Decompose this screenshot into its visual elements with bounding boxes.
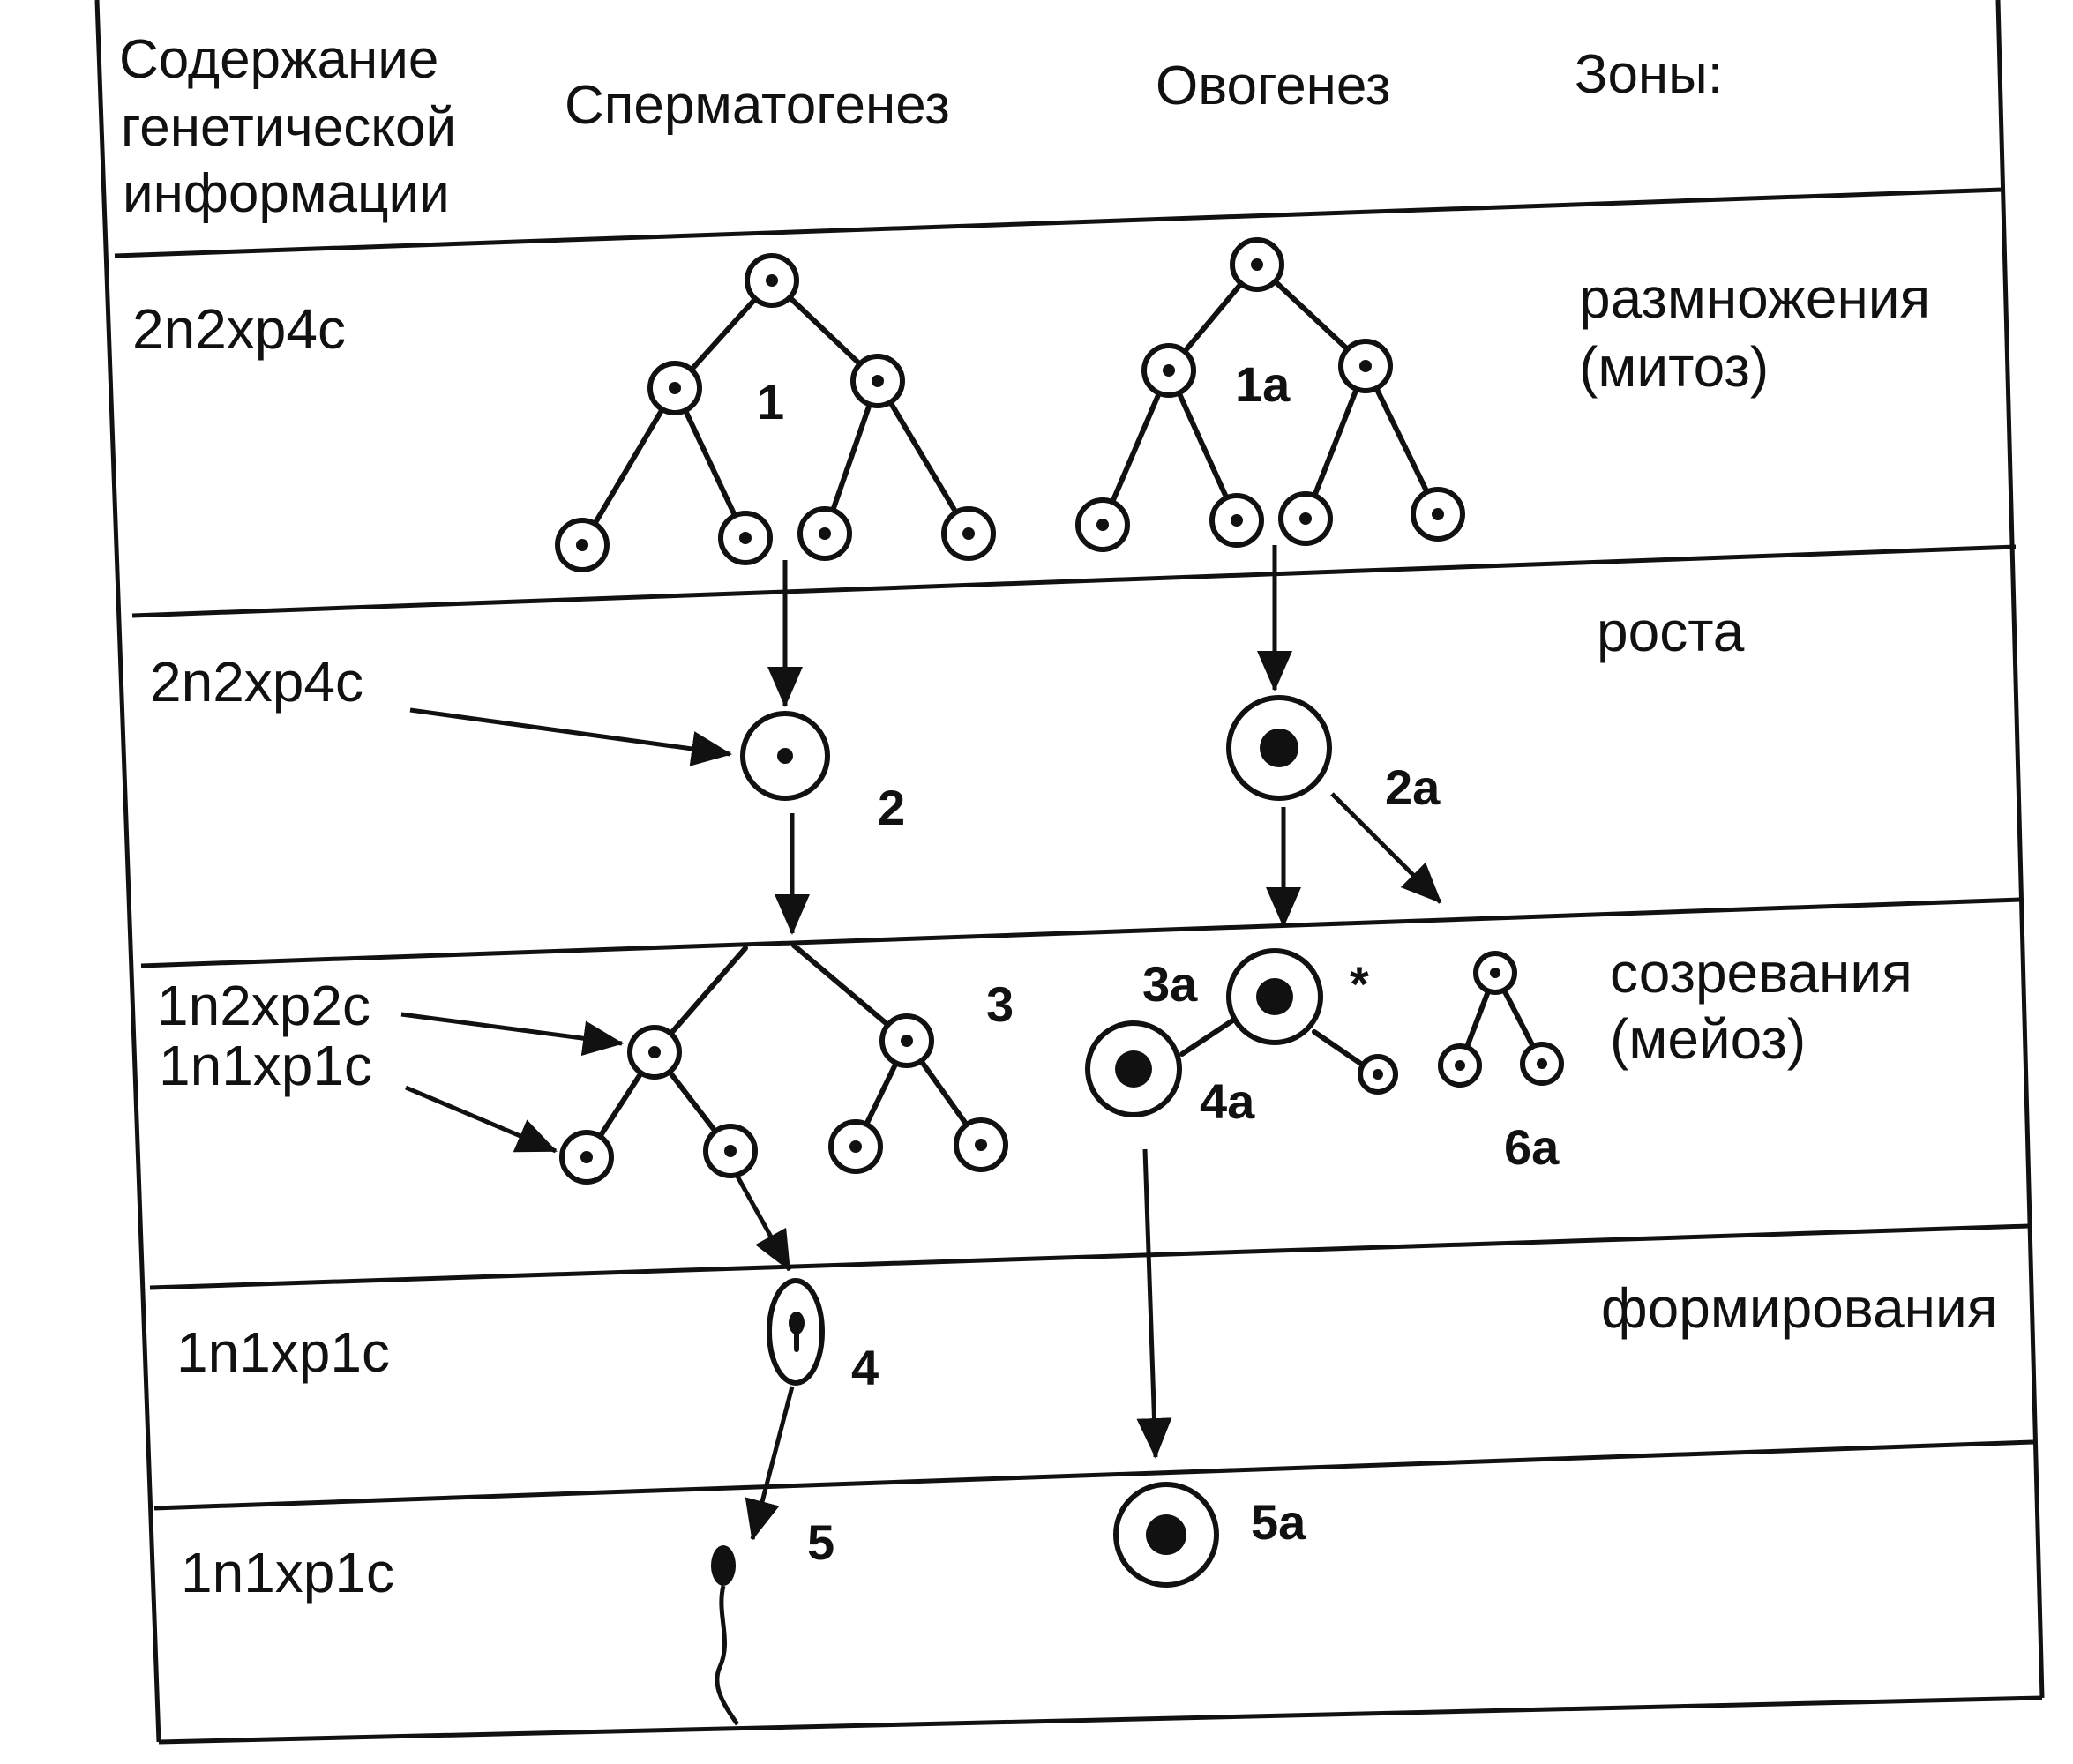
polar-body-cell <box>1438 1043 1482 1088</box>
oogenesis-header: Овогенез <box>1156 56 1390 116</box>
zones-column: размножения (митоз) роста созревания (ме… <box>1579 266 1997 1340</box>
oogonium-cell <box>1075 497 1130 552</box>
arrow-diagonal <box>1330 792 1442 904</box>
genetic-content-row-4: 1n1xp1c <box>176 1320 390 1384</box>
spermatozoon <box>711 1545 740 1726</box>
row-rule-2 <box>131 544 2017 618</box>
genetic-info-header-line-3: информации <box>123 163 450 224</box>
spermatid-oval-cell <box>767 1278 825 1386</box>
frame-bottom <box>158 1695 2043 1745</box>
tree-edge <box>1363 363 1441 517</box>
spermatogonia-mitosis-tree: 1 <box>555 253 996 572</box>
tree-edge <box>1179 1012 1245 1057</box>
mature-gametes: 5 5a <box>711 1148 1306 1726</box>
stage-label-1a: 1a <box>1235 356 1291 412</box>
genetic-content-row-3a: 1n2xp2c <box>157 974 370 1037</box>
genetic-content-row-5: 1n1xp1c <box>181 1541 394 1604</box>
spermatogonium-cell <box>745 253 799 308</box>
arrow-diagonal <box>734 1173 792 1272</box>
primary-oocyte-cell <box>1226 695 1332 801</box>
pointer-arrow <box>400 1012 624 1057</box>
oogonia-mitosis-tree: 1a <box>1075 237 1465 552</box>
genetic-content-column: 2n2xp4c 2n2xp4c 1n2xp2c 1n1xp1c 1n1xp1c … <box>132 297 394 1604</box>
zone-reproduction-note: (митоз) <box>1579 335 1769 399</box>
stage-label-2: 2 <box>878 780 905 835</box>
polar-bodies-tree: 6a <box>1438 951 1564 1175</box>
genetic-content-row-1: 2n2xp4c <box>132 297 346 361</box>
arrow-down <box>1136 1148 1172 1459</box>
oogonium-cell <box>1141 343 1196 398</box>
tree-edge <box>1100 368 1171 527</box>
row-rule-5 <box>153 1439 2034 1511</box>
egg-cell <box>1113 1482 1219 1588</box>
sperm-formation: 4 <box>734 1173 879 1541</box>
spermatogonium-cell <box>647 361 702 415</box>
stage-label-3a: 3a <box>1142 956 1198 1012</box>
asterisk-mark: * <box>1350 956 1369 1012</box>
genetic-info-header-line-2: генетической <box>121 97 456 158</box>
zone-reproduction: размножения <box>1579 266 1930 330</box>
oogonium-cell <box>1278 491 1333 546</box>
polar-body-cell <box>1358 1054 1398 1095</box>
oogonium-cell <box>1411 487 1465 542</box>
genetic-content-row-3b: 1n1xp1c <box>159 1034 372 1097</box>
spermatid-cell <box>828 1119 883 1174</box>
genetic-content-row-2: 2n2xp4c <box>150 650 363 714</box>
spermatogonium-cell <box>797 506 852 561</box>
secondary-spermatocyte-cell <box>879 1013 934 1068</box>
zones-header: Зоны: <box>1575 44 1723 105</box>
pointer-arrow <box>405 1085 558 1154</box>
secondary-spermatocyte-cell <box>627 1025 682 1080</box>
secondary-oocyte-cell <box>1226 948 1323 1045</box>
stage-label-1: 1 <box>757 374 784 430</box>
stage-label-5: 5 <box>807 1514 834 1570</box>
polar-body-cell <box>1473 951 1517 995</box>
oogonium-cell <box>1338 339 1393 393</box>
oogonium-cell <box>1230 237 1284 292</box>
oogonium-cell <box>1209 493 1264 548</box>
stage-label-4a: 4a <box>1200 1073 1255 1129</box>
frame-right <box>1995 0 2045 1699</box>
table-header: Содержание генетической информации Сперм… <box>119 29 1723 224</box>
stage-label-4: 4 <box>851 1340 879 1395</box>
stage-label-6a: 6a <box>1504 1119 1560 1175</box>
zone-maturation-note: (мейоз) <box>1610 1007 1806 1071</box>
stage-label-5a: 5a <box>1251 1494 1306 1550</box>
spermatogonium-cell <box>941 506 996 561</box>
stage-label-2a: 2a <box>1385 759 1441 815</box>
tree-edge <box>1166 368 1239 523</box>
polar-body-cell <box>1520 1042 1564 1086</box>
arrow-diagonal <box>745 1386 795 1541</box>
tree-edge <box>875 378 971 536</box>
spermatocyte-meiosis-tree: 3 <box>400 943 1014 1185</box>
pointer-arrow <box>409 707 732 766</box>
row-rule-4 <box>149 1223 2030 1290</box>
zone-growth: роста <box>1597 600 1745 663</box>
row-rule-3 <box>140 897 2021 968</box>
table-frame <box>94 0 2045 1745</box>
stage-label-3: 3 <box>986 976 1014 1032</box>
zone-formation: формирования <box>1601 1276 1997 1340</box>
tree-edge <box>672 385 748 541</box>
ootid-cell <box>1085 1020 1182 1117</box>
genetic-info-header-line-1: Содержание <box>119 29 438 90</box>
primary-spermatocyte-cell <box>740 711 830 801</box>
tree-edge <box>580 385 677 548</box>
spermatogonium-cell <box>850 354 905 408</box>
spermatid-cell <box>559 1130 614 1185</box>
row-rule-1 <box>114 187 2003 258</box>
oocyte-meiosis: 3a * 4a <box>1085 948 1398 1129</box>
frame-left <box>94 0 161 1743</box>
spermatogenesis-header: Сперматогенез <box>565 75 950 136</box>
zone-maturation: созревания <box>1610 941 1912 1005</box>
spermatogonium-cell <box>718 511 773 565</box>
spermatid-cell <box>703 1124 758 1178</box>
growth-stage: 2 2a <box>409 545 1442 935</box>
spermatid-cell <box>954 1117 1008 1172</box>
spermatogonium-cell <box>555 518 610 572</box>
